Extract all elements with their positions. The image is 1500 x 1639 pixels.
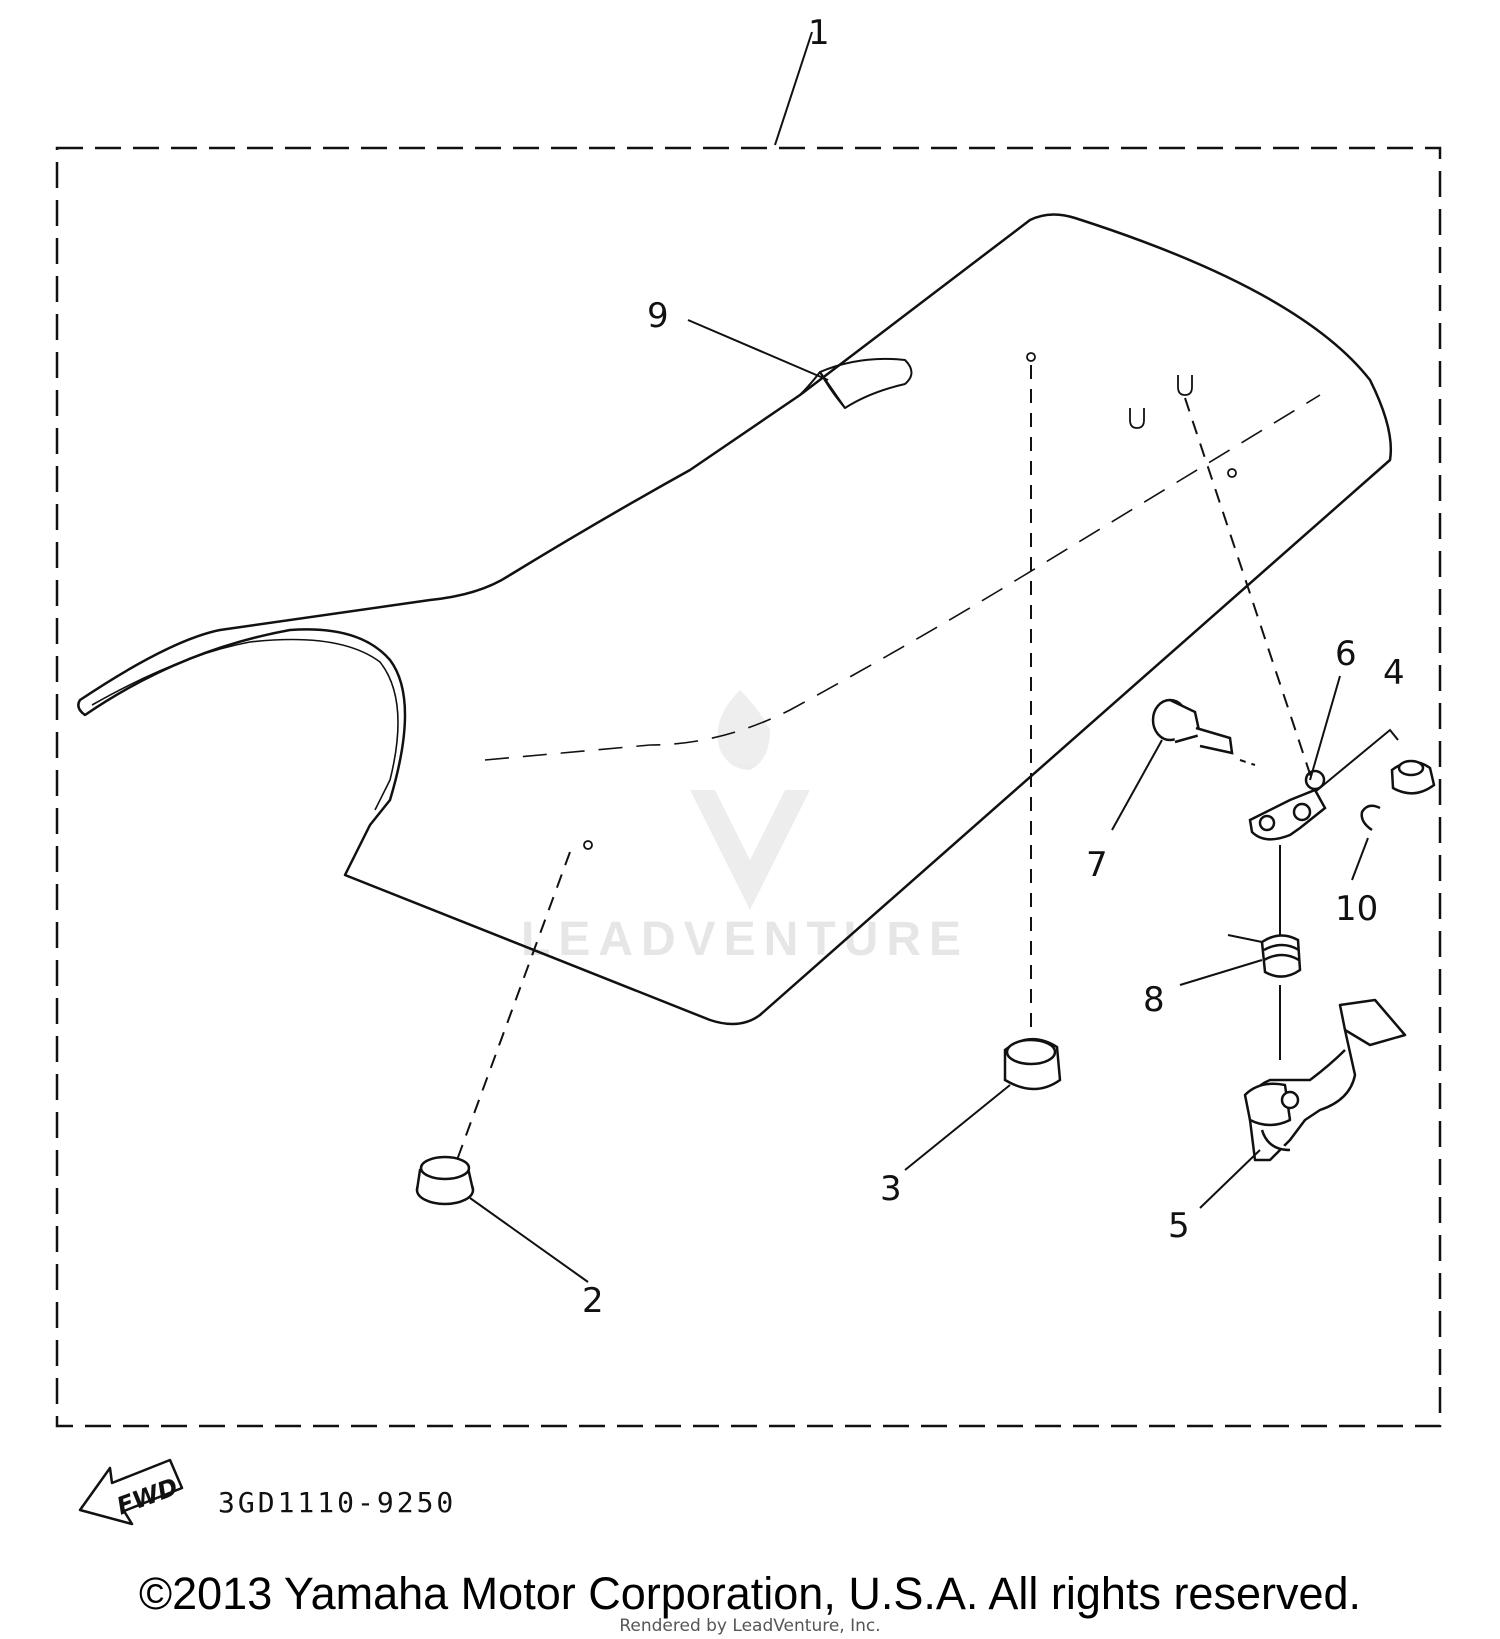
diagram-part-code: 3GD1110-9250: [218, 1486, 456, 1519]
part-4-nut: [1390, 759, 1436, 795]
leader-9: [687, 319, 829, 381]
leader-3: [904, 1084, 1011, 1171]
leader-6-dash: [1184, 397, 1313, 781]
assembly-frame: [55, 146, 1442, 1428]
leader-4: [1314, 728, 1399, 793]
part-5-lever: [1243, 998, 1407, 1162]
part-10-clip: [1360, 804, 1381, 832]
leader-2: [469, 1197, 589, 1283]
part-6-bracket: [1248, 769, 1327, 841]
leader-1: [774, 31, 813, 146]
watermark-text: LEADVENTURE: [521, 913, 969, 966]
leader-8-tail: [1227, 934, 1263, 943]
seat-drawing: [77, 213, 1393, 1026]
leader-7: [1111, 739, 1163, 831]
leader-2-dash: [456, 851, 571, 1161]
callout-2: 2: [582, 1281, 604, 1321]
leader-8: [1179, 959, 1263, 986]
part-7-pin: [1151, 698, 1234, 755]
leader-lines: [456, 319, 1399, 1283]
part-3-damper: [1003, 1038, 1062, 1091]
callout-7: 7: [1086, 845, 1108, 885]
leader-10: [1351, 837, 1369, 881]
callout-4: 4: [1383, 653, 1405, 693]
callout-1: 1: [808, 13, 830, 53]
fwd-arrow: FWD: [78, 1458, 184, 1526]
callout-5: 5: [1168, 1206, 1190, 1246]
leader-5: [1199, 1149, 1261, 1209]
part-8-spring: [1260, 934, 1302, 978]
seat-marks: [583, 352, 1237, 850]
callout-8: 8: [1143, 980, 1165, 1020]
leadventure-watermark: LEADVENTURE: [521, 690, 969, 966]
rendered-by-notice: Rendered by LeadVenture, Inc.: [619, 1616, 881, 1636]
part-2-damper: [415, 1155, 475, 1206]
copyright-notice: ©2013 Yamaha Motor Corporation, U.S.A. A…: [138, 1568, 1362, 1619]
callout-10: 10: [1335, 889, 1378, 929]
callout-3: 3: [880, 1169, 902, 1209]
callout-6: 6: [1335, 634, 1357, 674]
callout-9: 9: [647, 296, 669, 336]
callout-numbers: 1 2 3 4 5 6 7 8 9 10: [582, 13, 1405, 1321]
leader-6: [1309, 675, 1341, 781]
leader-7-dash: [1239, 759, 1256, 766]
